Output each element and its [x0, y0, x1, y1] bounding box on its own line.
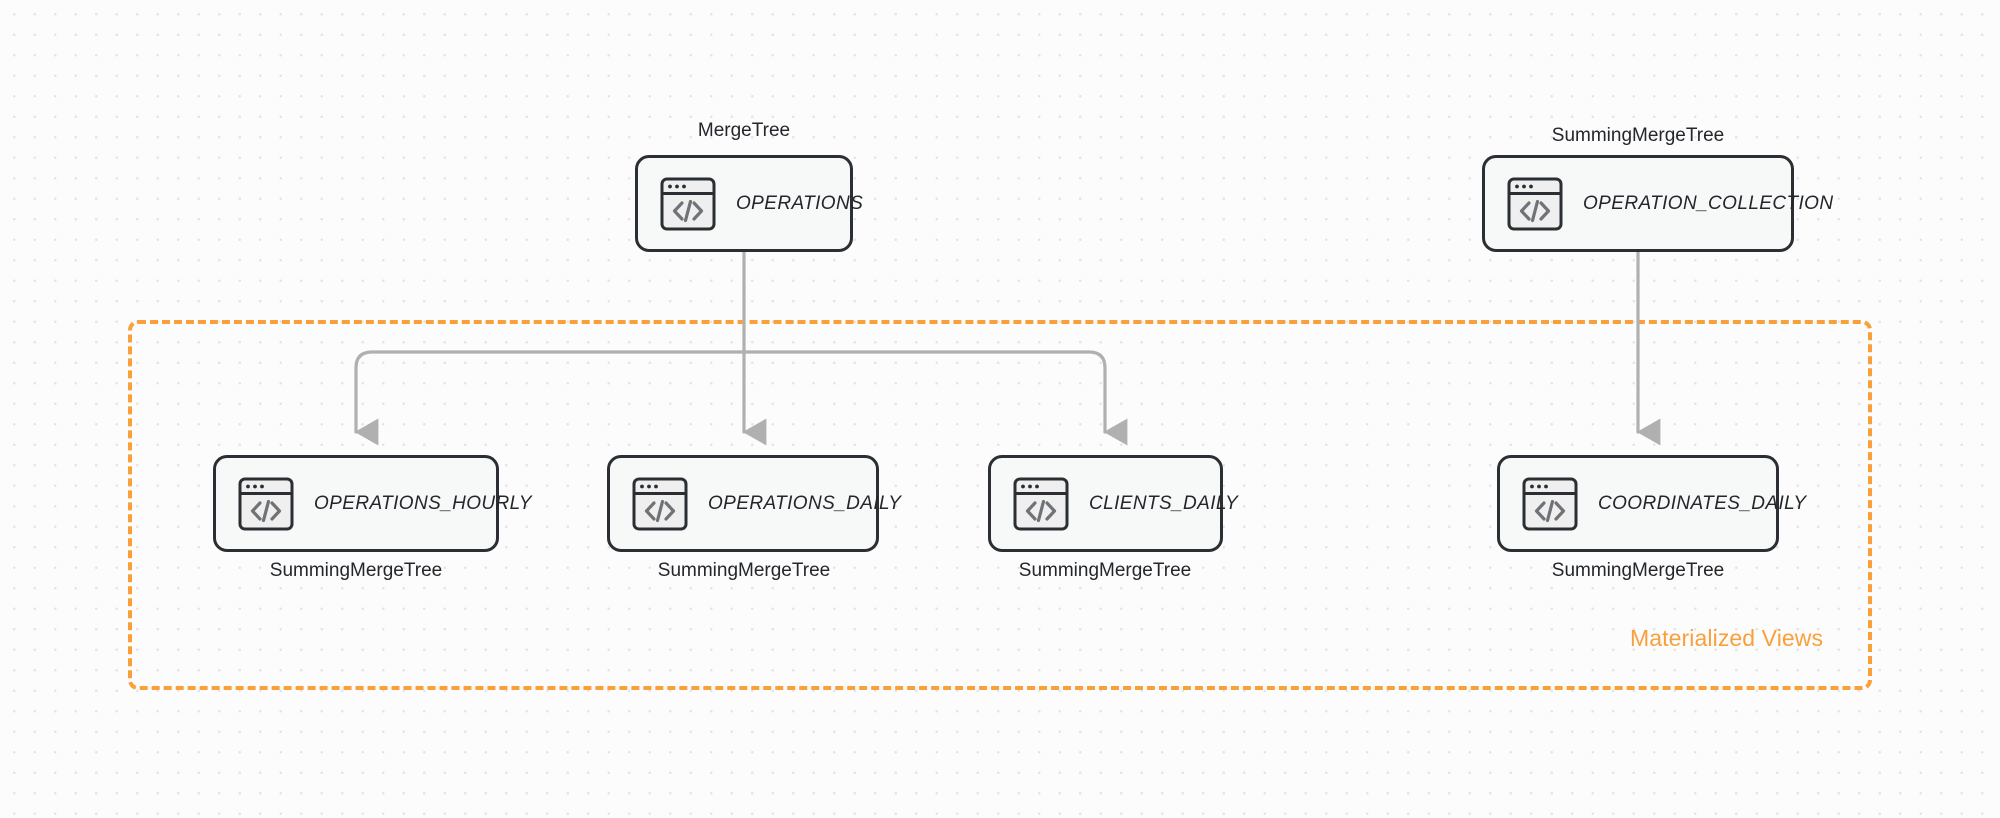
engine-caption-clients-daily: SummingMergeTree	[1018, 560, 1192, 581]
node-coordinates-daily[interactable]: COORDINATES_DAILY	[1497, 455, 1806, 552]
node-operation-collection[interactable]: OPERATION_COLLECTION	[1482, 155, 1833, 252]
materialized-views-group-label: Materialized Views	[1630, 625, 1824, 651]
node-label-operations: OPERATIONS	[736, 192, 864, 214]
node-operations[interactable]: OPERATIONS	[635, 155, 863, 252]
materialized-views-group-frame	[128, 320, 1872, 690]
code-window-icon	[632, 477, 688, 530]
engine-caption-operations-daily: SummingMergeTree	[657, 560, 831, 581]
engine-caption-operation-collection: SummingMergeTree	[1551, 125, 1725, 146]
code-window-icon	[660, 177, 716, 230]
node-clients-daily[interactable]: CLIENTS_DAILY	[988, 455, 1238, 552]
code-window-icon	[1013, 477, 1069, 530]
node-label-operations-hourly: OPERATIONS_HOURLY	[314, 492, 532, 514]
engine-caption-coordinates-daily: SummingMergeTree	[1551, 560, 1725, 581]
node-label-clients-daily: CLIENTS_DAILY	[1089, 492, 1239, 514]
node-operations-hourly[interactable]: OPERATIONS_HOURLY	[213, 455, 532, 552]
code-window-icon	[1507, 177, 1563, 230]
code-window-icon	[238, 477, 294, 530]
engine-caption-operations-hourly: SummingMergeTree	[269, 560, 443, 581]
node-label-coordinates-daily: COORDINATES_DAILY	[1598, 492, 1807, 514]
node-label-operations-daily: OPERATIONS_DAILY	[708, 492, 902, 514]
node-operations-daily[interactable]: OPERATIONS_DAILY	[607, 455, 901, 552]
code-window-icon	[1522, 477, 1578, 530]
node-label-operation-collection: OPERATION_COLLECTION	[1583, 192, 1834, 214]
engine-caption-operations: MergeTree	[697, 120, 791, 141]
